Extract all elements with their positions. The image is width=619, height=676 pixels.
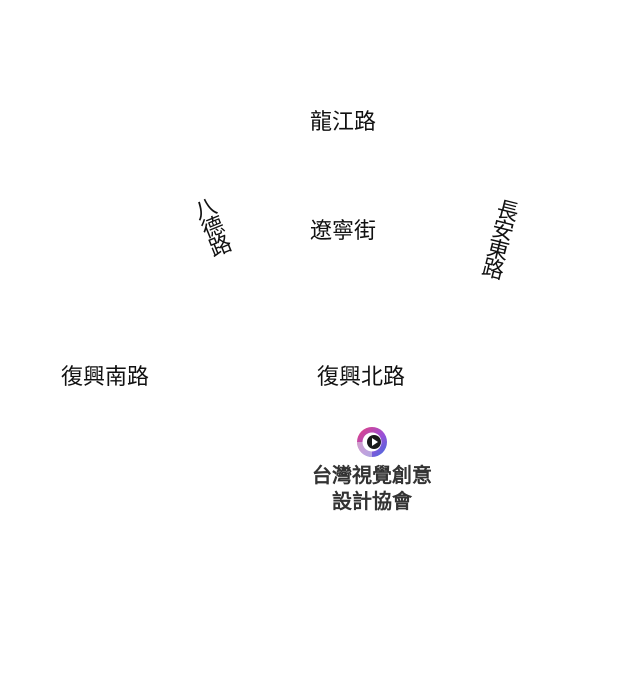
road-label-liaoning: 遼寧街 — [310, 219, 377, 244]
road-label-bade: 八德路 — [187, 194, 233, 260]
road-label-fuxing-south: 復興南路 — [61, 365, 150, 390]
road-label-changan-east: 長安東路 — [476, 195, 521, 280]
play-circle-logo-icon — [357, 427, 387, 457]
road-label-fuxing-north: 復興北路 — [317, 365, 406, 390]
organization-name-line2: 設計協會 — [332, 489, 412, 513]
organization-name-line1: 台灣視覺創意 — [312, 463, 432, 487]
location-marker[interactable]: 台灣視覺創意 設計協會 — [300, 425, 444, 514]
road-label-longjiang: 龍江路 — [310, 110, 377, 135]
